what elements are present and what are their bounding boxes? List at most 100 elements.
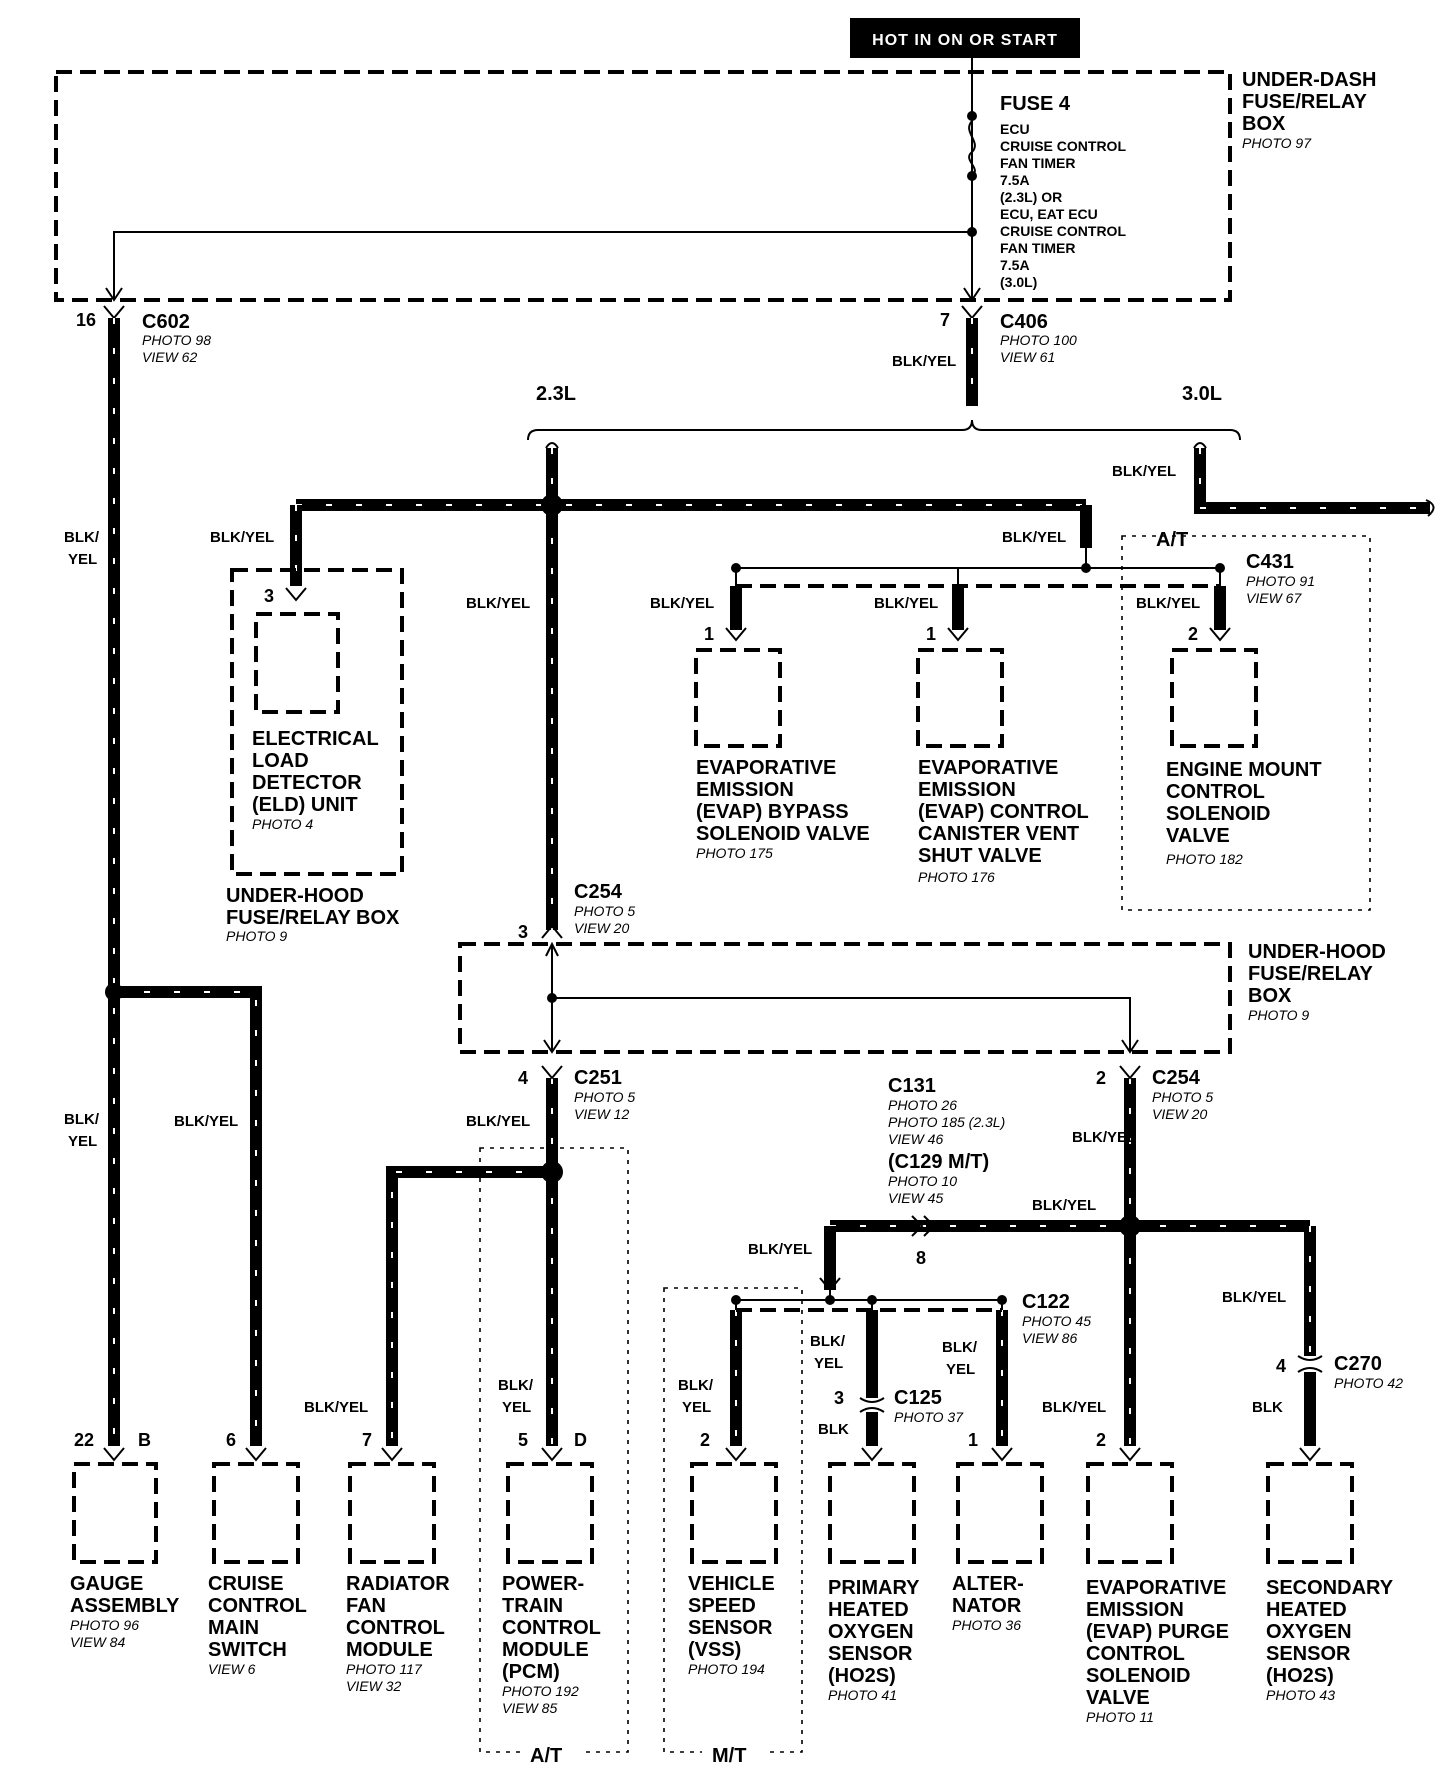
gauge-pin: 22 [74, 1430, 94, 1450]
cruise-label: MAIN [208, 1617, 259, 1639]
fuse-line: FAN TIMER [1000, 240, 1075, 256]
engine-mount-control-valve: 2 ENGINE MOUNT CONTROL SOLENOID VALVE PH… [1166, 624, 1322, 867]
cruise-label: CONTROL [208, 1595, 307, 1617]
wire-label-alternator-a: BLK/ [942, 1339, 978, 1356]
wire-continue-icon [1425, 499, 1435, 517]
evap-bypass-pin: 1 [704, 624, 714, 644]
fuse-line: FAN TIMER [1000, 155, 1075, 171]
c431-name: C431 [1246, 551, 1294, 573]
wire-label-c131: BLK/YEL [748, 1241, 812, 1258]
radiator-photo: PHOTO 117 [346, 1661, 423, 1677]
evap-bypass-label: SOLENOID VALVE [696, 823, 870, 845]
c254-top-photo: PHOTO 5 [574, 903, 635, 919]
engine-2.3l-label: 2.3L [536, 383, 576, 405]
c251-view: VIEW 12 [574, 1106, 629, 1122]
evap-bypass-photo: PHOTO 175 [696, 845, 773, 861]
gauge-view: VIEW 84 [70, 1634, 125, 1650]
engine-mount-label: CONTROL [1166, 781, 1265, 803]
wire-label-evap-bypass: BLK/YEL [650, 595, 714, 612]
wire-label-engine-mount: BLK/YEL [1136, 595, 1200, 612]
at-label-mask [520, 1740, 586, 1764]
engine-3.0l-label: 3.0L [1182, 383, 1222, 405]
powertrain-control-module: 5 D POWER- TRAIN CONTROL MODULE (PCM) PH… [502, 1430, 601, 1716]
c254-right-photo: PHOTO 5 [1152, 1089, 1213, 1105]
wire-label-secondary: BLK/YEL [1222, 1289, 1286, 1306]
c131-name: C131 [888, 1075, 936, 1097]
alternator-photo: PHOTO 36 [952, 1617, 1021, 1633]
c131-pin: 8 [916, 1248, 926, 1268]
fuse-line: ECU [1000, 121, 1030, 137]
engine-mount-label: SOLENOID [1166, 803, 1270, 825]
c125-connector-icon [859, 1397, 885, 1413]
fuse-line: 7.5A [1000, 172, 1030, 188]
wire-label-pcm-a: BLK/ [498, 1377, 534, 1394]
splice-radiator [541, 1161, 563, 1183]
splice-lower [1119, 1215, 1141, 1237]
alternator-component [956, 1462, 1044, 1564]
c406-arrow-icon [963, 287, 981, 302]
c122-view: VIEW 86 [1022, 1330, 1077, 1346]
wire-label-primary-b: YEL [814, 1355, 843, 1372]
c602-photo: PHOTO 98 [142, 332, 211, 348]
under-dash-box-title-2: FUSE/RELAY [1242, 91, 1368, 113]
evap-purge-label: EVAPORATIVE [1086, 1577, 1226, 1599]
pcm-view: VIEW 85 [502, 1700, 557, 1716]
evap-purge-label: (EVAP) PURGE [1086, 1621, 1229, 1643]
thick-wires [108, 318, 1430, 1446]
engine-mount-label: ENGINE MOUNT [1166, 759, 1322, 781]
secondary-label: OXYGEN [1266, 1621, 1352, 1643]
underhood-fuse-relay-box-mid [458, 942, 1232, 1054]
c131-view2: VIEW 45 [888, 1190, 943, 1206]
mt-label-vss: M/T [712, 1745, 746, 1767]
c406-name: C406 [1000, 311, 1048, 333]
evap-bypass-component [694, 648, 782, 748]
c122-name: C122 [1022, 1291, 1070, 1313]
fuse-terminal-bottom [967, 171, 977, 181]
engine-selector-bracket [527, 419, 1241, 441]
eld-label-3: DETECTOR [252, 772, 362, 794]
c406-pin: 7 [940, 310, 950, 330]
selector-3.0l-hook-icon [1193, 442, 1207, 449]
c602-pin: 16 [76, 310, 96, 330]
evap-canister-label: CANISTER VENT [918, 823, 1079, 845]
eld-label-1: ELECTRICAL [252, 728, 379, 750]
alternator: 1 ALTER- NATOR PHOTO 36 [952, 1430, 1044, 1633]
underhood-internal-branch [552, 997, 1131, 1052]
radiator-component [348, 1462, 436, 1564]
engine-mount-label: VALVE [1166, 825, 1230, 847]
primary-label: (HO2S) [828, 1665, 896, 1687]
wire-label-gauge-1b: YEL [68, 551, 97, 568]
gauge-photo: PHOTO 96 [70, 1617, 139, 1633]
radiator-label: MODULE [346, 1639, 433, 1661]
wire-label-gauge-2b: YEL [68, 1133, 97, 1150]
wire-label-radiator: BLK/YEL [304, 1399, 368, 1416]
evap-bypass-connector-icon [725, 627, 747, 642]
wire-stripe [1199, 448, 1430, 509]
at-label-upper: A/T [1156, 529, 1188, 551]
c251-name: C251 [574, 1067, 622, 1089]
c125-name: C125 [894, 1387, 942, 1409]
evap-bypass-label: EMISSION [696, 779, 794, 801]
c431-view: VIEW 67 [1246, 590, 1302, 606]
under-dash-box-title-1: UNDER-DASH [1242, 69, 1376, 91]
wire-label-3.0l: BLK/YEL [1112, 463, 1176, 480]
pcm-photo: PHOTO 192 [502, 1683, 579, 1699]
c254-right-view: VIEW 20 [1152, 1106, 1207, 1122]
eld-label-2: LOAD [252, 750, 309, 772]
wire-label-gauge-1a: BLK/ [64, 529, 100, 546]
eld-pin: 3 [264, 586, 274, 606]
engine-mount-connector-icon [1209, 627, 1231, 642]
c270-photo: PHOTO 42 [1334, 1375, 1403, 1391]
wire-label-c254-right: BLK/YEL [1072, 1129, 1136, 1146]
vss-label: (VSS) [688, 1639, 741, 1661]
wire-label-evap-canister: BLK/YEL [874, 595, 938, 612]
evap-canister-label: SHUT VALVE [918, 845, 1042, 867]
pcm-label: TRAIN [502, 1595, 563, 1617]
vss-connector-icon [725, 1447, 747, 1462]
vss-label: SENSOR [688, 1617, 773, 1639]
secondary-label: HEATED [1266, 1599, 1347, 1621]
fuse-title: FUSE 4 [1000, 93, 1071, 115]
primary-connector-icon [861, 1447, 883, 1462]
at-region-upper [1121, 535, 1371, 911]
